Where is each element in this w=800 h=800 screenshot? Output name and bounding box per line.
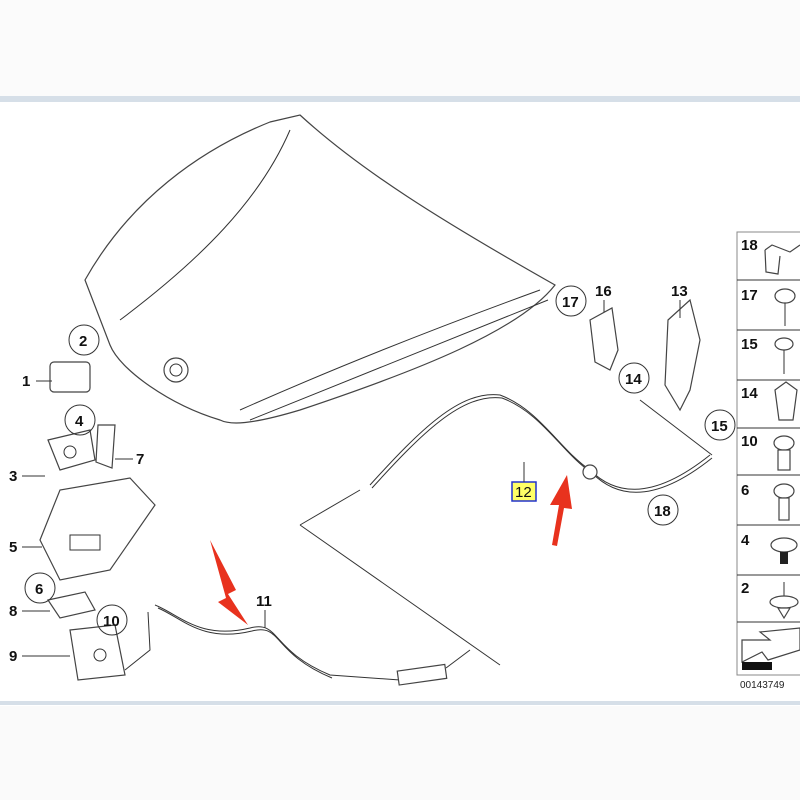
legend-item-15: 15 — [741, 336, 758, 353]
callout-3: 3 — [9, 468, 17, 485]
legend-item-14: 14 — [741, 385, 758, 402]
callout-1: 1 — [22, 373, 30, 390]
bottom-margin — [0, 706, 800, 800]
callout-13: 13 — [671, 283, 688, 300]
callout-10: 10 — [103, 613, 120, 630]
top-divider — [0, 96, 800, 102]
orientation-arrow-icon — [741, 627, 800, 663]
callout-12: 12 — [515, 484, 532, 501]
bottom-divider — [0, 701, 800, 705]
callout-16: 16 — [595, 283, 612, 300]
callout-14: 14 — [625, 371, 642, 388]
callout-5: 5 — [9, 539, 17, 556]
callouts: 1 2 3 4 5 6 7 8 9 10 11 12 13 14 15 16 1… — [9, 283, 736, 665]
latch-assembly-drawing — [39, 361, 156, 681]
legend-item-18: 18 — [741, 237, 758, 254]
callout-7: 7 — [136, 451, 144, 468]
diagram-code: 00143749 — [740, 680, 785, 691]
callout-4: 4 — [75, 413, 84, 430]
legend-item-4: 4 — [741, 532, 750, 549]
callout-17: 17 — [562, 294, 579, 311]
callout-15: 15 — [711, 418, 728, 435]
cable-drawing — [124, 394, 713, 686]
callout-18: 18 — [654, 503, 671, 520]
red-arrow-right — [550, 475, 572, 546]
callout-8: 8 — [9, 603, 17, 620]
legend-item-10: 10 — [741, 433, 758, 450]
red-arrow-left — [210, 540, 248, 625]
legend-item-6: 6 — [741, 482, 749, 499]
callout-6: 6 — [35, 581, 43, 598]
top-margin — [0, 0, 800, 96]
legend-item-2: 2 — [741, 580, 749, 597]
hinge-bracket-drawing — [589, 298, 701, 412]
indicator-arrows — [210, 475, 572, 625]
fastener-legend: 18 17 15 14 10 6 4 2 00143749 — [736, 231, 800, 691]
legend-item-17: 17 — [741, 287, 758, 304]
callout-2: 2 — [79, 333, 87, 350]
callout-11: 11 — [256, 593, 272, 610]
hood-drawing — [84, 114, 556, 424]
callout-9: 9 — [9, 648, 17, 665]
